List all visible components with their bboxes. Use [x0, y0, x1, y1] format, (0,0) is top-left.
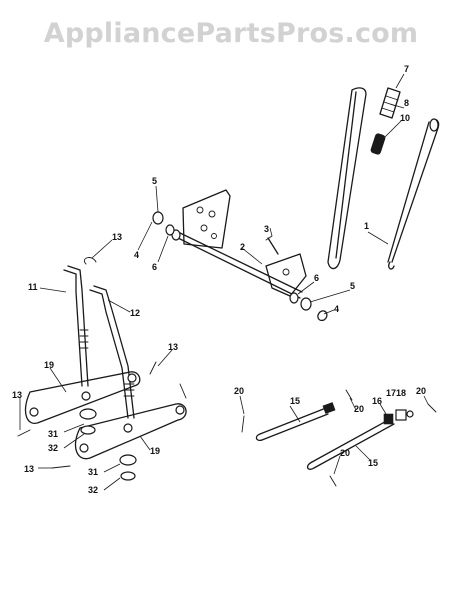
bolt	[265, 235, 279, 255]
callout-labels: 7 8 10 1 5 3 2 4 6 6 5 4 13 11 12 13 19 …	[12, 64, 426, 495]
callout-20-mid: 20	[354, 404, 364, 414]
callout-17-18: 1718	[386, 388, 406, 398]
cotter-pin-bottom	[51, 465, 71, 469]
spacer-upper	[79, 408, 97, 435]
callout-31-lower: 31	[88, 467, 98, 477]
callout-7: 7	[404, 64, 409, 74]
callout-19-lower: 19	[150, 446, 160, 456]
callout-3: 3	[264, 224, 269, 234]
callout-13-left: 13	[12, 390, 22, 400]
callout-13-top: 13	[112, 232, 122, 242]
cotter-pin-top	[84, 257, 97, 265]
callout-31-upper: 31	[48, 429, 58, 439]
callout-10: 10	[400, 113, 410, 123]
lift-arm-lower	[74, 403, 187, 460]
callout-13-right: 13	[168, 342, 178, 352]
callout-19-upper: 19	[44, 360, 54, 370]
washer-right	[289, 292, 328, 322]
callout-20-lower: 20	[340, 448, 350, 458]
lift-arm-upper	[24, 371, 141, 424]
callout-13-bottom: 13	[24, 464, 34, 474]
handle-knob	[370, 133, 386, 155]
callout-5-upper: 5	[152, 176, 157, 186]
cotter-pins-rods	[241, 389, 437, 487]
callout-20-right: 20	[416, 386, 426, 396]
callout-15-lower: 15	[368, 458, 378, 468]
callout-4-upper: 4	[134, 250, 139, 260]
cotter-pin-right	[149, 361, 187, 399]
link-rod-lower	[306, 417, 395, 470]
spacer-lower	[119, 454, 137, 481]
handle-spring	[379, 87, 401, 119]
link-rod-upper	[255, 402, 336, 442]
callout-20-left: 20	[234, 386, 244, 396]
leader-lines	[19, 73, 429, 491]
adjust-rod	[387, 118, 440, 270]
lift-link-left	[63, 265, 89, 387]
callout-6-right: 6	[314, 273, 319, 283]
callout-32-upper: 32	[48, 443, 58, 453]
callout-8: 8	[404, 98, 409, 108]
callout-16: 16	[372, 396, 382, 406]
cross-shaft	[171, 229, 307, 299]
callout-11: 11	[28, 282, 38, 292]
callout-15-upper: 15	[290, 396, 300, 406]
bushing-left	[152, 211, 175, 236]
callout-5-right: 5	[350, 281, 355, 291]
lift-handle	[327, 87, 367, 270]
callout-1: 1	[364, 221, 369, 231]
lift-link-right	[89, 285, 135, 419]
callout-12: 12	[130, 308, 140, 318]
callout-2: 2	[240, 242, 245, 252]
cotter-pin-left	[17, 429, 31, 437]
mounting-plate	[182, 189, 231, 249]
callout-4-right: 4	[334, 304, 339, 314]
callout-6-left: 6	[152, 262, 157, 272]
watermark-text: AppliancePartsPros.com	[43, 18, 419, 49]
clevis	[383, 409, 414, 425]
callout-32-lower: 32	[88, 485, 98, 495]
